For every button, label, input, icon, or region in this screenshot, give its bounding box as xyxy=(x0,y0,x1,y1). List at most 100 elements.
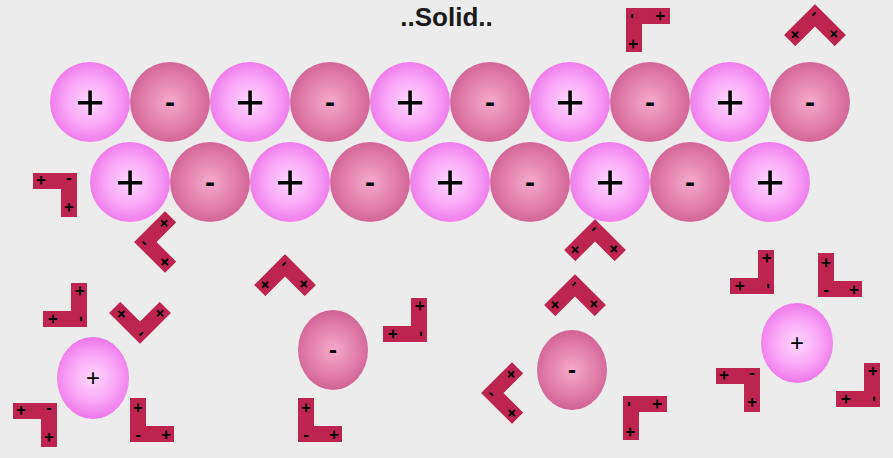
charge-sign: + xyxy=(44,311,60,327)
water-molecule: +-+ xyxy=(564,219,626,281)
charge-sign: + xyxy=(715,77,744,127)
charge-sign: + xyxy=(61,200,77,216)
charge-sign: + xyxy=(790,331,804,355)
water-molecule: +-+ xyxy=(481,362,543,424)
charge-sign: - xyxy=(485,87,495,117)
ion-circle: + xyxy=(761,303,833,383)
charge-sign: + xyxy=(71,283,87,299)
water-molecule: +-+ xyxy=(623,396,667,440)
ion-circle: + xyxy=(530,62,610,142)
ion-circle: - xyxy=(650,142,730,222)
charge-sign: - xyxy=(165,87,175,117)
ion-circle: + xyxy=(690,62,770,142)
charge-sign: - xyxy=(623,396,639,412)
charge-sign: - xyxy=(61,173,77,189)
charge-sign: - xyxy=(130,426,146,442)
charge-sign: + xyxy=(653,8,669,24)
ion-circle: - xyxy=(298,310,368,390)
water-molecule: +-+ xyxy=(13,403,57,447)
charge-sign: - xyxy=(71,311,87,327)
charge-sign: - xyxy=(685,167,695,197)
water-molecule: +-+ xyxy=(626,8,670,52)
ion-circle: - xyxy=(610,62,690,142)
charge-sign: + xyxy=(755,157,784,207)
ion-circle: + xyxy=(50,62,130,142)
charge-sign: + xyxy=(650,396,666,412)
charge-sign: + xyxy=(158,426,174,442)
water-molecule: +-+ xyxy=(716,368,760,412)
water-molecule: +-+ xyxy=(544,274,606,336)
charge-sign: - xyxy=(818,281,834,297)
charge-sign: + xyxy=(758,250,774,266)
water-molecule: +-+ xyxy=(836,363,880,407)
charge-sign: + xyxy=(818,254,834,270)
water-molecule: +-+ xyxy=(109,282,171,344)
charge-sign: - xyxy=(626,8,642,24)
charge-sign: - xyxy=(411,326,427,342)
ion-circle: - xyxy=(490,142,570,222)
ion-circle: + xyxy=(730,142,810,222)
charge-sign: + xyxy=(411,298,427,314)
ion-circle: + xyxy=(57,337,129,419)
charge-sign: - xyxy=(525,167,535,197)
charge-sign: - xyxy=(805,87,815,117)
charge-sign: + xyxy=(395,77,424,127)
water-molecule: +-+ xyxy=(784,4,846,66)
charge-sign: - xyxy=(41,403,57,419)
charge-sign: + xyxy=(623,424,639,440)
ion-circle: + xyxy=(370,62,450,142)
water-molecule: +-+ xyxy=(130,398,174,442)
charge-sign: + xyxy=(130,399,146,415)
charge-sign: - xyxy=(864,391,880,407)
charge-sign: + xyxy=(115,157,144,207)
charge-sign: + xyxy=(595,157,624,207)
ion-circle: - xyxy=(537,330,607,410)
ion-circle: - xyxy=(170,142,250,222)
charge-sign: + xyxy=(744,395,760,411)
charge-sign: + xyxy=(33,173,49,189)
charge-sign: + xyxy=(298,399,314,415)
ion-circle: + xyxy=(570,142,650,222)
charge-sign: + xyxy=(86,366,100,390)
ion-circle: + xyxy=(210,62,290,142)
charge-sign: - xyxy=(365,167,375,197)
charge-sign: - xyxy=(744,368,760,384)
ion-circle: - xyxy=(330,142,410,222)
charge-sign: + xyxy=(275,157,304,207)
charge-sign: + xyxy=(846,281,862,297)
water-molecule: +-+ xyxy=(730,250,774,294)
water-molecule: +-+ xyxy=(254,254,316,316)
charge-sign: - xyxy=(325,87,335,117)
ion-circle: + xyxy=(90,142,170,222)
water-molecule: +-+ xyxy=(298,398,342,442)
water-molecule: +-+ xyxy=(383,298,427,342)
charge-sign: + xyxy=(555,77,584,127)
ion-circle: - xyxy=(290,62,370,142)
charge-sign: + xyxy=(326,426,342,442)
charge-sign: - xyxy=(568,358,576,382)
ion-circle: + xyxy=(250,142,330,222)
water-molecule: +-+ xyxy=(43,283,87,327)
charge-sign: + xyxy=(41,430,57,446)
ion-circle: - xyxy=(450,62,530,142)
charge-sign: + xyxy=(716,368,732,384)
water-molecule: +-+ xyxy=(134,211,196,273)
ion-circle: - xyxy=(770,62,850,142)
charge-sign: - xyxy=(205,167,215,197)
charge-sign: + xyxy=(75,77,104,127)
charge-sign: + xyxy=(837,391,853,407)
charge-sign: + xyxy=(435,157,464,207)
ion-circle: - xyxy=(130,62,210,142)
water-molecule: +-+ xyxy=(33,173,77,217)
water-molecule: +-+ xyxy=(818,253,862,297)
title: ..Solid.. xyxy=(0,2,893,33)
charge-sign: + xyxy=(13,403,29,419)
charge-sign: - xyxy=(298,426,314,442)
charge-sign: + xyxy=(731,278,747,294)
charge-sign: + xyxy=(235,77,264,127)
charge-sign: - xyxy=(645,87,655,117)
ion-circle: + xyxy=(410,142,490,222)
charge-sign: + xyxy=(864,363,880,379)
charge-sign: + xyxy=(626,36,642,52)
charge-sign: - xyxy=(329,338,337,362)
